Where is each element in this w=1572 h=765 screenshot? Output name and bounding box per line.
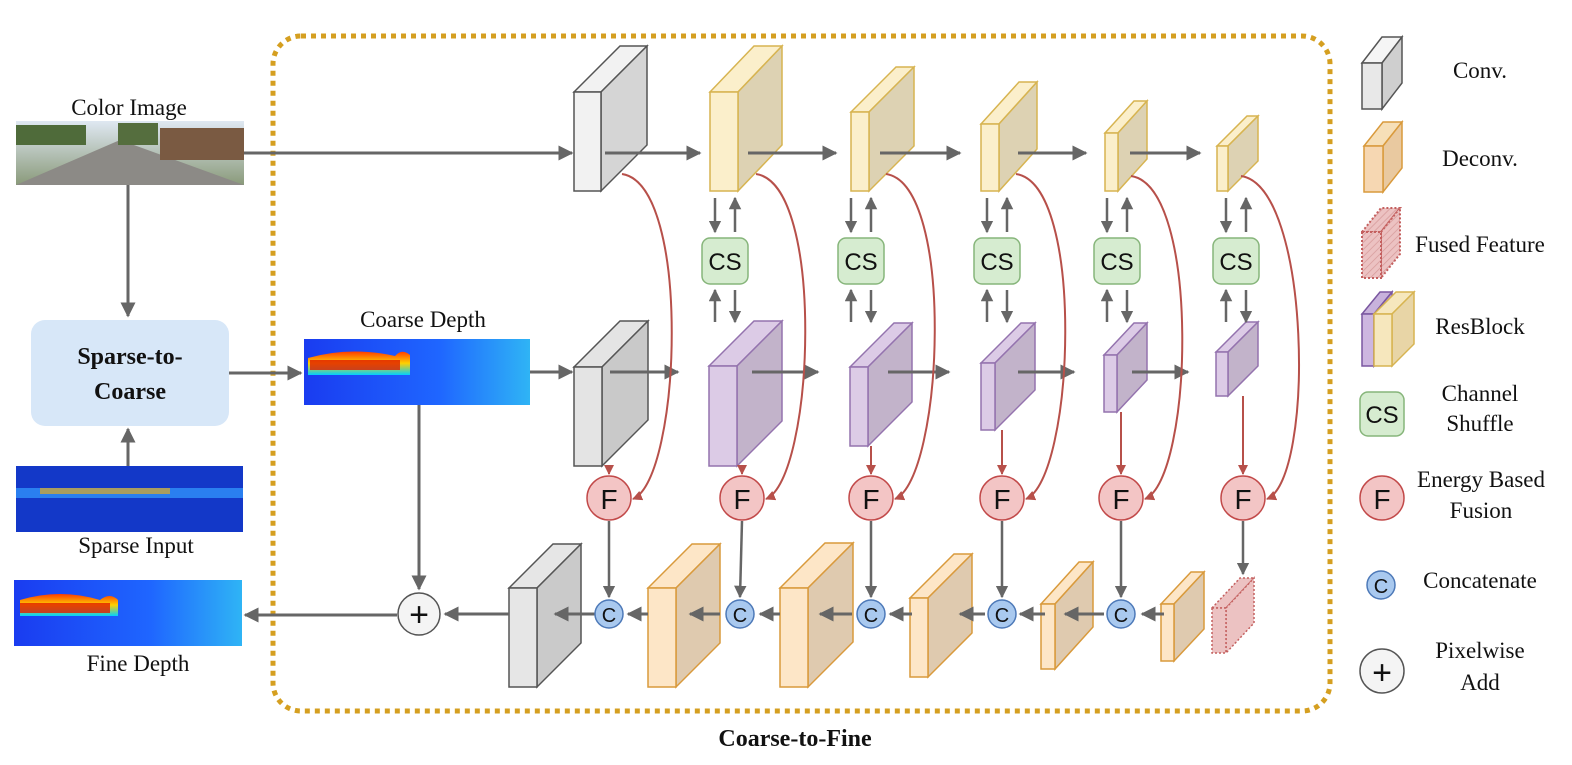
- fusion-node-2: F: [719, 475, 765, 521]
- svg-text:F: F: [1112, 484, 1129, 515]
- svg-text:F: F: [1373, 484, 1390, 515]
- channel-shuffle-node-2: CS: [837, 237, 885, 285]
- legend-fusion-icon: F: [1359, 475, 1405, 521]
- legend-conv-label: Conv.: [1453, 58, 1507, 83]
- fusion-node-1: F: [586, 475, 632, 521]
- fusion-node-6: F: [1220, 475, 1266, 521]
- legend-add-icon: +: [1359, 648, 1405, 694]
- svg-text:F: F: [600, 484, 617, 515]
- arrow-red-curve-1: [621, 173, 673, 501]
- legend-resblock-icon: [1360, 289, 1416, 369]
- concat-node-2: C: [725, 599, 755, 629]
- legend-add-label-2: Add: [1460, 670, 1500, 695]
- pixelwise-add-node: +: [397, 592, 441, 636]
- svg-text:CS: CS: [1100, 249, 1133, 276]
- arrow-fusion-to-concat-2: [734, 520, 747, 599]
- svg-text:C: C: [995, 605, 1009, 627]
- resblock-4: [1102, 321, 1149, 414]
- svg-text:CS: CS: [708, 249, 741, 276]
- fusion-node-5: F: [1098, 475, 1144, 521]
- legend-concat-icon: C: [1366, 570, 1396, 600]
- svg-text:F: F: [733, 484, 750, 515]
- svg-text:C: C: [1374, 576, 1388, 598]
- legend-fused-feature-icon: [1359, 205, 1403, 281]
- deconv-bottom-block-3: [908, 552, 974, 679]
- fusion-node-3: F: [848, 475, 894, 521]
- legend-fusion-label-1: Energy Based: [1417, 467, 1545, 492]
- arrow-red-curve-4: [1015, 173, 1067, 501]
- legend-add-label-1: Pixelwise: [1435, 638, 1524, 663]
- svg-text:+: +: [409, 596, 429, 634]
- concat-node-3: C: [856, 599, 886, 629]
- svg-text:CS: CS: [1365, 402, 1398, 429]
- legend-concat-label: Concatenate: [1423, 568, 1537, 593]
- coarse-depth-image: [304, 339, 530, 405]
- fine-depth-image: [14, 580, 242, 646]
- resblock-1: [707, 319, 784, 468]
- concat-node-1: C: [594, 599, 624, 629]
- coarse-depth-label: Coarse Depth: [360, 307, 486, 332]
- svg-text:C: C: [602, 605, 616, 627]
- sparse-to-coarse-line2: Coarse: [94, 379, 166, 405]
- concat-node-5: C: [1106, 599, 1136, 629]
- svg-text:CS: CS: [980, 249, 1013, 276]
- legend-fused-feature-label: Fused Feature: [1415, 232, 1545, 257]
- deconv-top-block-3: [979, 80, 1039, 193]
- legend-cs-label-1: Channel: [1442, 381, 1519, 406]
- legend-resblock-label: ResBlock: [1435, 314, 1525, 339]
- conv-top-block: [572, 44, 649, 193]
- fine-depth-label: Fine Depth: [87, 651, 190, 676]
- arrow-red-curve-5: [1130, 175, 1184, 501]
- resblock-3: [979, 321, 1037, 432]
- legend-deconv-icon: [1362, 119, 1404, 195]
- svg-text:C: C: [864, 605, 878, 627]
- legend-conv-icon: [1360, 34, 1404, 112]
- arrow-red-curve-2: [755, 173, 807, 501]
- sparse-to-coarse-box: [31, 320, 229, 426]
- deconv-top-block-5: [1215, 114, 1260, 193]
- fused-feature-block: [1210, 576, 1256, 655]
- concat-node-4: C: [987, 599, 1017, 629]
- legend-cs-icon: CS: [1359, 391, 1405, 437]
- svg-text:C: C: [1114, 605, 1128, 627]
- deconv-top-block-1: [708, 44, 784, 193]
- svg-text:CS: CS: [844, 249, 877, 276]
- resblock-2: [848, 321, 914, 448]
- sparse-input-image: [16, 466, 243, 532]
- legend-deconv-label: Deconv.: [1442, 146, 1518, 171]
- channel-shuffle-node-5: CS: [1212, 237, 1260, 285]
- svg-text:C: C: [733, 605, 747, 627]
- channel-shuffle-node-3: CS: [973, 237, 1021, 285]
- fusion-node-4: F: [979, 475, 1025, 521]
- legend-cs-label-2: Shuffle: [1446, 411, 1513, 436]
- deconv-top-block-2: [849, 65, 916, 193]
- legend-fusion-label-2: Fusion: [1450, 498, 1513, 523]
- legend: Conv. Deconv. Fused Feature ResBlock CS …: [1359, 34, 1545, 695]
- svg-text:F: F: [993, 484, 1010, 515]
- arrow-red-curve-3: [885, 173, 936, 501]
- channel-shuffle-node-4: CS: [1093, 237, 1141, 285]
- sparse-input-label: Sparse Input: [78, 533, 194, 558]
- color-image: [16, 121, 244, 185]
- conv-middle-block: [572, 319, 650, 468]
- coarse-to-fine-label: Coarse-to-Fine: [718, 726, 872, 752]
- svg-text:+: +: [1372, 654, 1392, 692]
- deconv-bottom-block-5: [1159, 570, 1206, 663]
- color-image-label: Color Image: [71, 95, 187, 120]
- deconv-top-block-4: [1103, 99, 1149, 193]
- svg-text:F: F: [862, 484, 879, 515]
- sparse-to-coarse-line1: Sparse-to-: [77, 344, 182, 370]
- channel-shuffle-node-1: CS: [701, 237, 749, 285]
- svg-text:F: F: [1234, 484, 1251, 515]
- resblock-5: [1214, 320, 1260, 398]
- arrow-red-curve-6: [1240, 175, 1300, 501]
- svg-text:CS: CS: [1219, 249, 1252, 276]
